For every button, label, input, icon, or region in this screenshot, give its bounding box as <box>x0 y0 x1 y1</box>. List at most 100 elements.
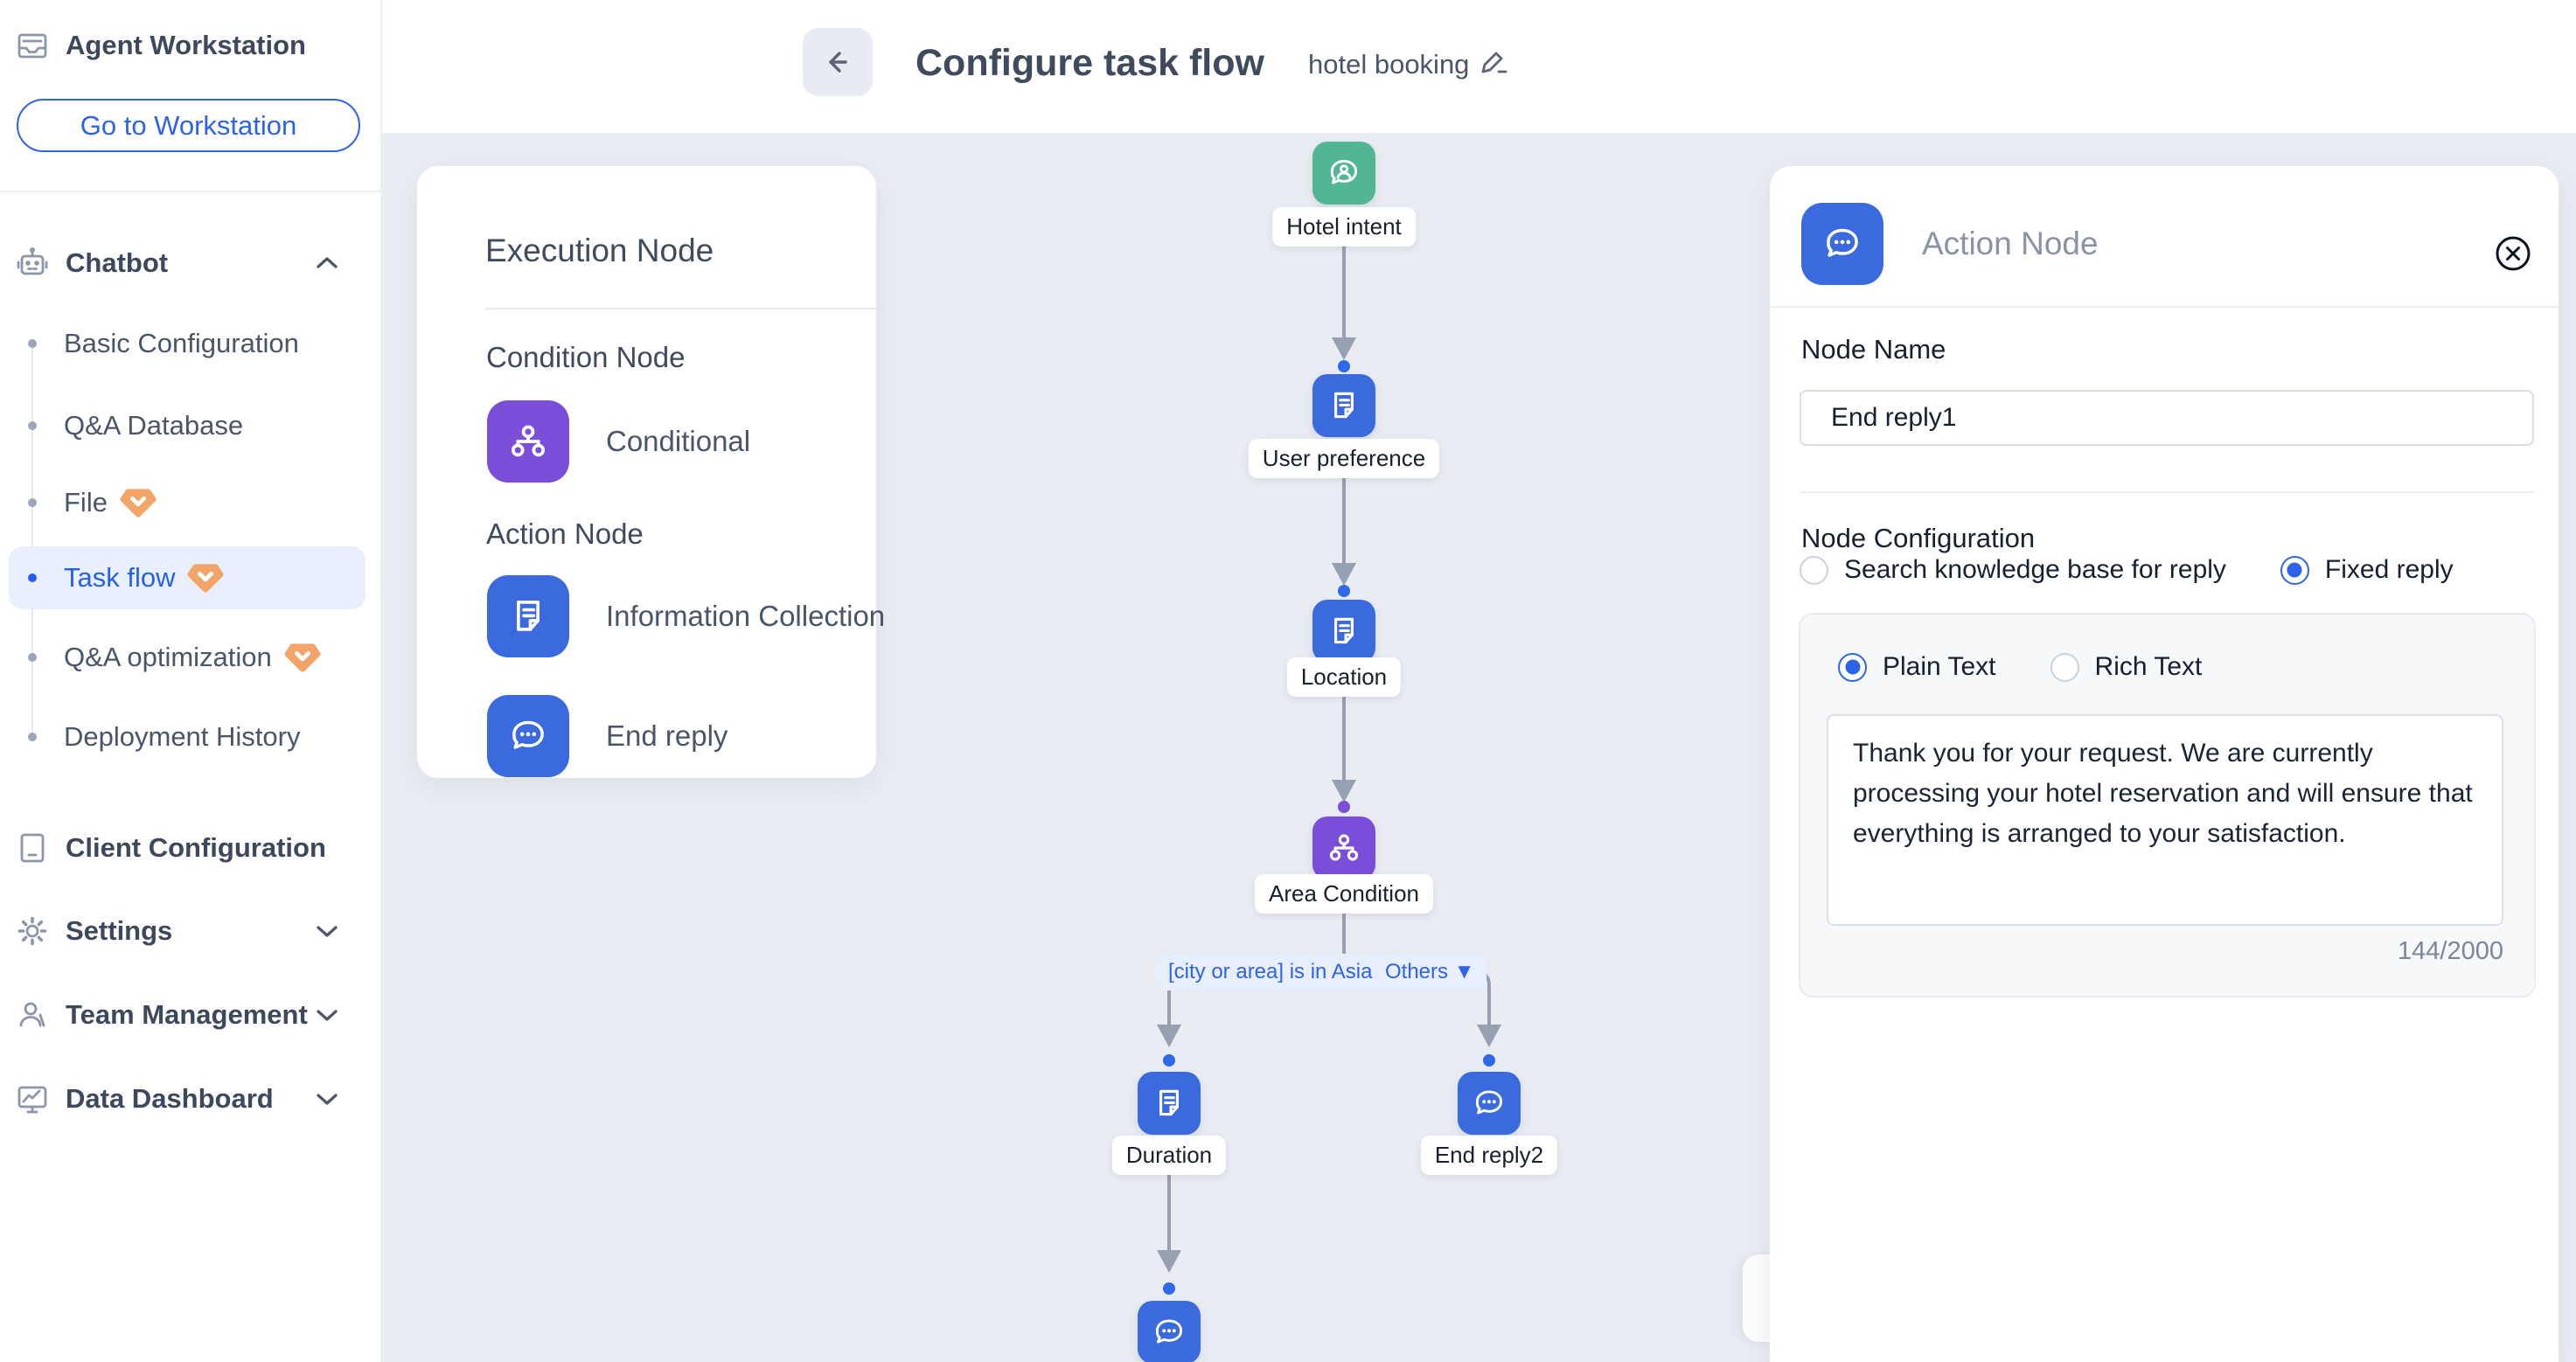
divider <box>485 308 879 309</box>
sidebar-item-qa-optimization[interactable]: Q&A optimization <box>0 626 371 689</box>
flow-node-location[interactable] <box>1312 600 1375 663</box>
hierarchy-icon <box>487 400 569 483</box>
chat-dots-icon <box>487 695 569 777</box>
gear-icon <box>14 913 51 949</box>
premium-gem-icon <box>284 641 321 674</box>
divider <box>0 191 382 192</box>
bullet-dot <box>28 733 37 741</box>
branch-condition-asia[interactable]: [city or area] is in Asia ▼ <box>1156 954 1411 990</box>
node-name-label: Node Name <box>1801 334 1946 365</box>
back-button[interactable] <box>803 28 873 96</box>
radio-rich-text[interactable] <box>2050 652 2079 682</box>
sidebar-item-settings[interactable]: Settings <box>0 905 382 957</box>
node-label: Duration <box>1111 1136 1227 1175</box>
sidebar-item-label: Q&A Database <box>64 410 244 441</box>
radio-label[interactable]: Plain Text <box>1883 652 1996 681</box>
palette-item-end-reply[interactable]: End reply <box>487 695 728 777</box>
sidebar-item-qa-database[interactable]: Q&A Database <box>0 394 371 457</box>
sidebar-item-label: Settings <box>66 915 173 946</box>
chevron-up-icon[interactable] <box>314 254 340 272</box>
flow-node-area-condition[interactable] <box>1312 817 1375 879</box>
flow-node-user-preference[interactable] <box>1312 374 1375 437</box>
bullet-dot <box>28 421 37 430</box>
sidebar-item-label: Client Configuration <box>66 832 326 863</box>
palette-item-information-collection[interactable]: Information Collection <box>487 575 885 657</box>
sidebar-item-label: Q&A optimization <box>64 642 272 672</box>
flow-node-hotel-intent[interactable] <box>1312 142 1375 205</box>
palette-title: Execution Node <box>485 233 714 268</box>
flow-node-end-reply2[interactable] <box>1458 1072 1521 1135</box>
reply-format-radio-group: Plain Text Rich Text <box>1838 652 2202 682</box>
chat-dots-icon <box>1801 203 1883 285</box>
flow-node-end-reply1[interactable] <box>1138 1301 1201 1362</box>
page-header: Configure task flow hotel booking Save <box>382 0 2576 133</box>
sidebar: Agent Workstation Go to Workstation Chat… <box>0 0 382 1362</box>
chevron-down-icon[interactable] <box>314 1006 340 1024</box>
flow-node-duration[interactable] <box>1138 1072 1201 1135</box>
chevron-down-icon[interactable] <box>314 1090 340 1108</box>
sidebar-item-label: Data Dashboard <box>66 1083 274 1114</box>
panel-header: Action Node <box>1801 203 2099 285</box>
radio-plain-text[interactable] <box>1838 652 1867 682</box>
sidebar-item-label: Agent Workstation <box>66 30 306 60</box>
sidebar-item-file[interactable]: File <box>0 471 371 534</box>
sidebar-item-chatbot[interactable]: Chatbot <box>0 237 382 289</box>
close-icon[interactable] <box>2494 234 2532 273</box>
node-label: User preference <box>1248 439 1440 478</box>
sidebar-item-label: File <box>64 487 108 518</box>
condition-node-heading: Condition Node <box>486 341 686 373</box>
bullet-dot <box>28 653 37 662</box>
divider <box>1770 306 2559 308</box>
chevron-down-icon[interactable] <box>314 922 340 940</box>
go-to-workstation-button[interactable]: Go to Workstation <box>17 99 360 152</box>
bullet-dot <box>28 573 37 582</box>
document-icon <box>1150 1084 1188 1122</box>
sidebar-item-client-configuration[interactable]: Client Configuration <box>0 822 382 874</box>
chat-person-icon <box>1325 154 1363 192</box>
node-label: Area Condition <box>1255 874 1433 914</box>
radio-label[interactable]: Rich Text <box>2094 652 2203 681</box>
sidebar-item-basic-configuration[interactable]: Basic Configuration <box>0 312 371 375</box>
sidebar-item-agent-workstation[interactable]: Agent Workstation <box>0 19 382 72</box>
sidebar-item-team-management[interactable]: Team Management <box>0 989 382 1041</box>
char-counter: 144/2000 <box>2398 937 2503 965</box>
sidebar-item-label: Chatbot <box>66 247 169 278</box>
action-node-heading: Action Node <box>486 518 644 550</box>
radio-label[interactable]: Fixed reply <box>2324 555 2454 584</box>
radio-label[interactable]: Search knowledge base for reply <box>1844 555 2226 584</box>
node-configuration-label: Node Configuration <box>1801 523 2036 553</box>
sidebar-item-label: Deployment History <box>64 721 301 752</box>
tablet-icon <box>14 830 51 866</box>
chat-dots-icon <box>1150 1313 1188 1352</box>
palette-item-label: Conditional <box>606 425 751 457</box>
premium-gem-icon <box>120 486 157 519</box>
document-icon <box>487 575 569 657</box>
reply-source-radio-group: Search knowledge base for reply Fixed re… <box>1800 555 2454 585</box>
sidebar-item-data-dashboard[interactable]: Data Dashboard <box>0 1073 382 1125</box>
branch-condition-others[interactable]: Others ▼ <box>1373 954 1487 990</box>
bullet-dot <box>28 339 37 348</box>
node-name-input[interactable] <box>1800 390 2534 446</box>
sidebar-item-label: Team Management <box>66 999 308 1030</box>
radio-search-knowledge-base[interactable] <box>1800 555 1828 585</box>
bullet-dot <box>28 498 37 507</box>
panel-title: Action Node <box>1922 226 2099 261</box>
action-node-panel: Action Node Node Name Node Configuration… <box>1770 166 2559 1362</box>
divider <box>1800 491 2534 493</box>
sidebar-item-task-flow[interactable]: Task flow <box>9 546 366 609</box>
radio-fixed-reply[interactable] <box>2280 555 2309 585</box>
node-label: Hotel intent <box>1272 207 1416 247</box>
hierarchy-icon <box>1325 829 1363 867</box>
user-icon <box>14 997 51 1033</box>
sidebar-item-label: Basic Configuration <box>64 328 299 358</box>
sidebar-item-deployment-history[interactable]: Deployment History <box>0 705 371 768</box>
back-arrow-icon <box>820 45 855 80</box>
reply-text-area[interactable]: Thank you for your request. We are curre… <box>1827 714 2503 926</box>
inbox-icon <box>14 27 51 64</box>
chat-dots-icon <box>1470 1084 1508 1122</box>
palette-item-conditional[interactable]: Conditional <box>487 400 750 483</box>
document-icon <box>1325 612 1363 650</box>
submenu-connector <box>31 344 33 739</box>
edit-pencil-icon[interactable] <box>1475 47 1510 82</box>
